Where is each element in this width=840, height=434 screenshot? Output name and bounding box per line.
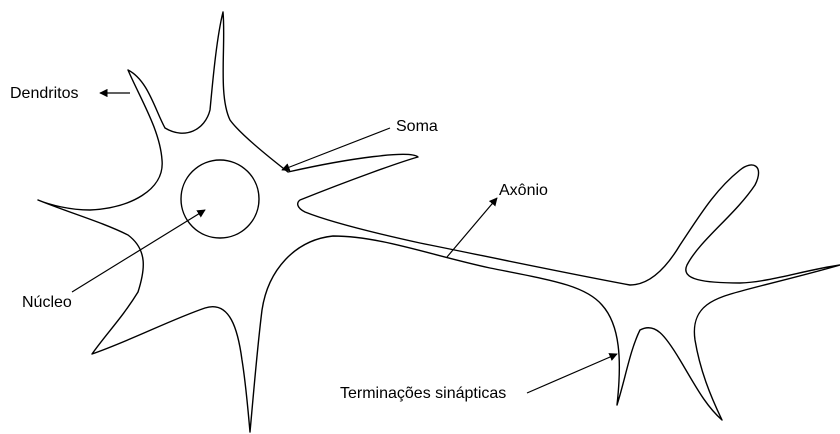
axon-arrow	[447, 198, 497, 257]
label-soma: Soma	[396, 118, 438, 135]
label-terminals: Terminações sinápticas	[340, 385, 506, 402]
neuron-outline	[38, 12, 840, 432]
label-axon: Axônio	[499, 182, 548, 199]
soma-arrow	[282, 128, 390, 170]
nucleus-circle	[181, 160, 259, 238]
nucleus-arrow	[72, 210, 205, 292]
terminals-arrow	[527, 354, 617, 393]
label-nucleus: Núcleo	[22, 294, 72, 311]
label-dendrites: Dendritos	[10, 85, 78, 102]
